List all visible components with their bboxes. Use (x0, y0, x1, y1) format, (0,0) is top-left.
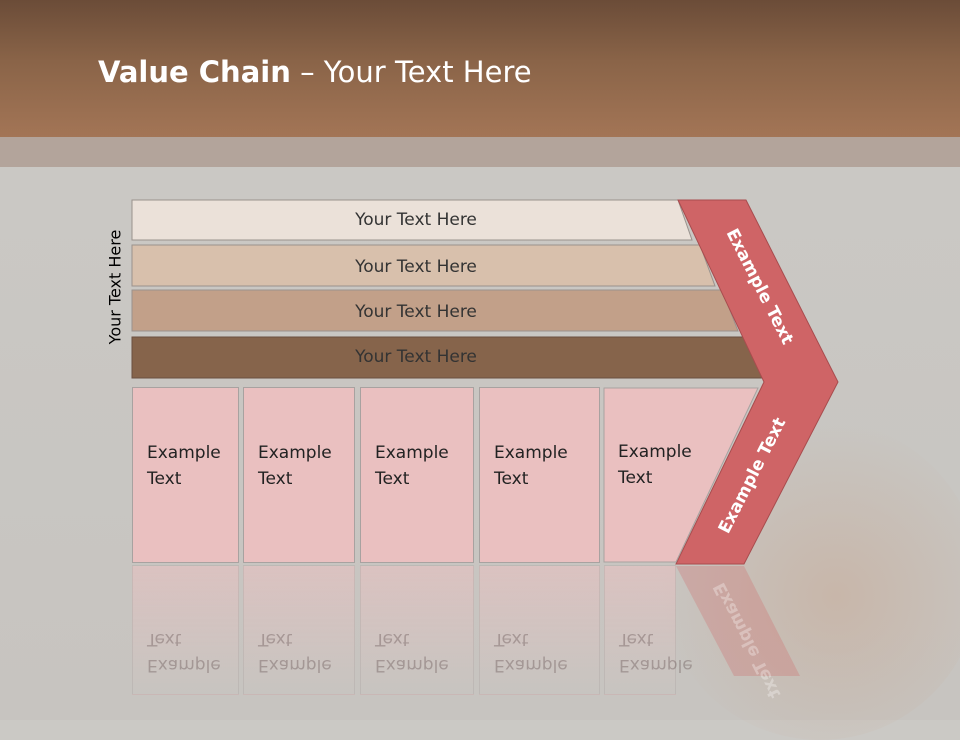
band-2 (131, 244, 716, 287)
box-reflection-2-label: Example Text (258, 629, 332, 675)
box-reflection-5-label: Example Text (619, 629, 693, 675)
activity-box-4-label: Example Text (494, 443, 568, 489)
band-3 (131, 289, 739, 332)
activity-box-3-label: Example Text (375, 443, 449, 489)
chevron-reflection (676, 566, 800, 676)
box-reflection-1: Example Text (132, 565, 239, 695)
activity-box-5: Example Text (604, 387, 692, 563)
box-reflection-1-label: Example Text (147, 629, 221, 675)
activity-box-1-label: Example Text (147, 443, 221, 489)
box-5-edge (603, 387, 759, 563)
value-chain-diagram: Your Text Here Your Text Here Your Text … (131, 199, 839, 701)
box-reflection-5: Example Text (604, 565, 693, 695)
activity-box-4: Example Text (479, 387, 600, 563)
activity-box-5-label: Example Text (618, 442, 692, 488)
band-3-label: Your Text Here (354, 302, 477, 322)
band-4-label: Your Text Here (354, 347, 477, 367)
slide-title: Value Chain – Your Text Here (98, 55, 532, 89)
band-2-label: Your Text Here (354, 257, 477, 277)
header-bar (0, 0, 960, 137)
title-bold: Value Chain (98, 55, 291, 89)
activity-box-1: Example Text (132, 387, 239, 563)
activity-box-3: Example Text (360, 387, 474, 563)
title-rest: – Your Text Here (290, 55, 532, 89)
activity-box-2-label: Example Text (258, 443, 332, 489)
box-reflection-4: Example Text (479, 565, 600, 695)
band-1 (131, 199, 693, 241)
box-reflection-3: Example Text (360, 565, 474, 695)
box-reflection-4-label: Example Text (494, 629, 568, 675)
chevron-arrow (675, 199, 839, 565)
box-reflection-3-label: Example Text (375, 629, 449, 675)
box-reflection-2: Example Text (243, 565, 355, 695)
band-1-label: Your Text Here (354, 210, 477, 230)
header-strip (0, 137, 960, 167)
activity-box-2: Example Text (243, 387, 355, 563)
